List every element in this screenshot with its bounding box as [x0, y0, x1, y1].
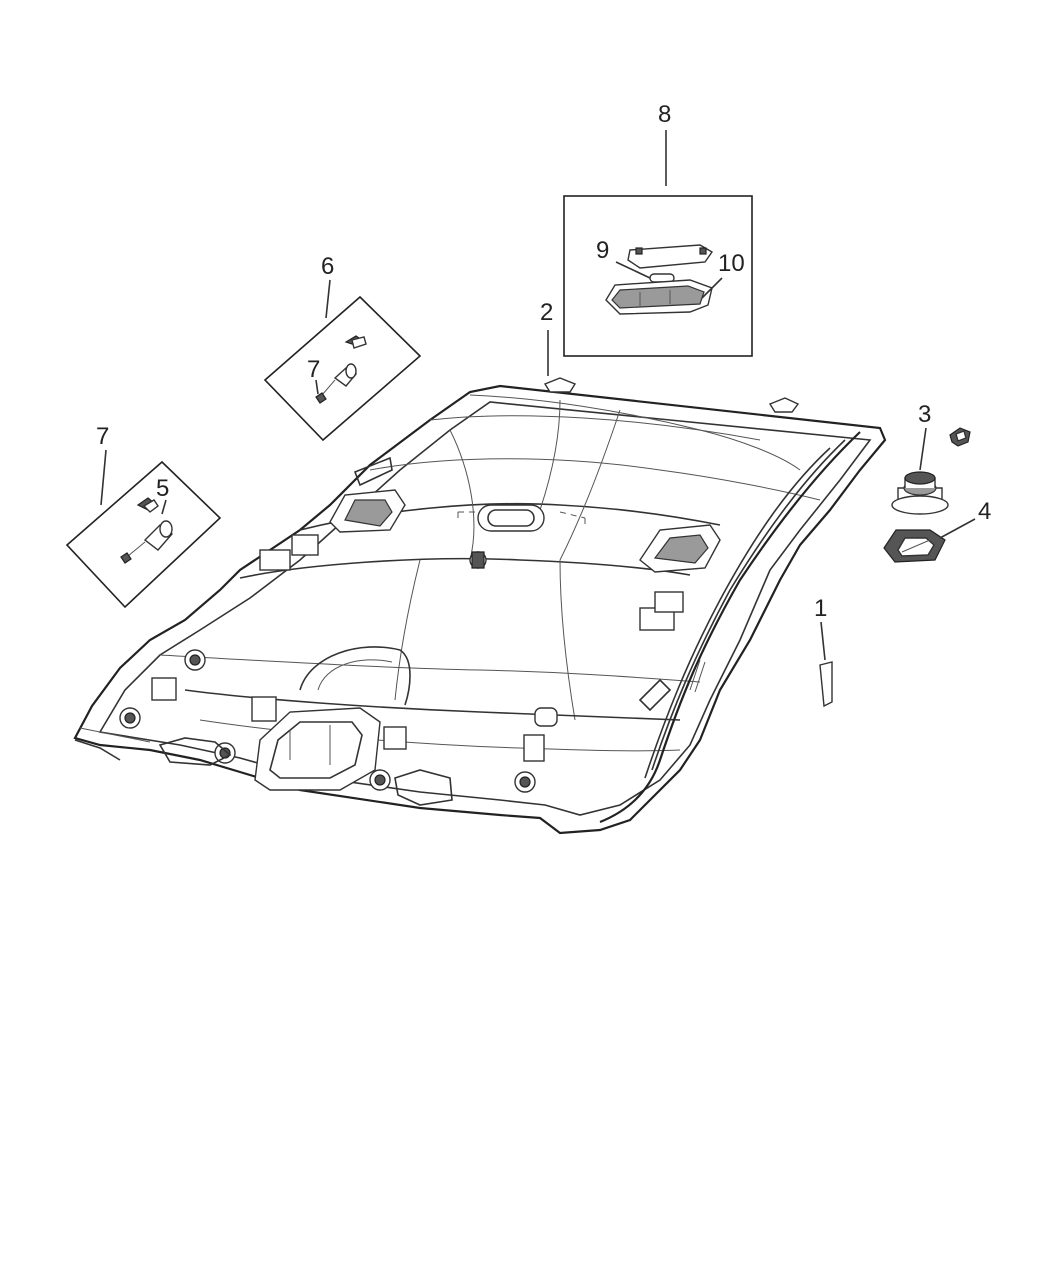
dome-lamp-assembly-box[interactable] — [563, 195, 753, 357]
callout-8: 8 — [658, 101, 671, 128]
callout-9: 9 — [596, 237, 609, 264]
callout-1: 1 — [814, 595, 827, 622]
lamp-assembly-box-7[interactable] — [65, 460, 222, 609]
callout-2: 2 — [540, 299, 553, 326]
speaker-grille-part-4[interactable] — [883, 529, 946, 563]
clip-part-3[interactable] — [949, 427, 971, 447]
leader-lines — [100, 130, 976, 661]
callout-10: 10 — [718, 250, 745, 277]
headliner-panel[interactable] — [73, 377, 887, 835]
lamp-assembly-box-6[interactable] — [263, 295, 422, 442]
callout-7-lamp-box-left: 7 — [96, 423, 109, 450]
callout-4: 4 — [978, 498, 991, 525]
callout-5: 5 — [156, 475, 169, 502]
speaker-part-3[interactable] — [891, 471, 949, 515]
callout-3: 3 — [918, 401, 931, 428]
callout-labels: 1 2 3 4 5 6 7 7 8 9 10 — [96, 101, 991, 622]
label-part-1[interactable] — [819, 661, 833, 708]
callout-7-lamp-box-6: 7 — [307, 356, 320, 383]
callout-6: 6 — [321, 253, 334, 280]
